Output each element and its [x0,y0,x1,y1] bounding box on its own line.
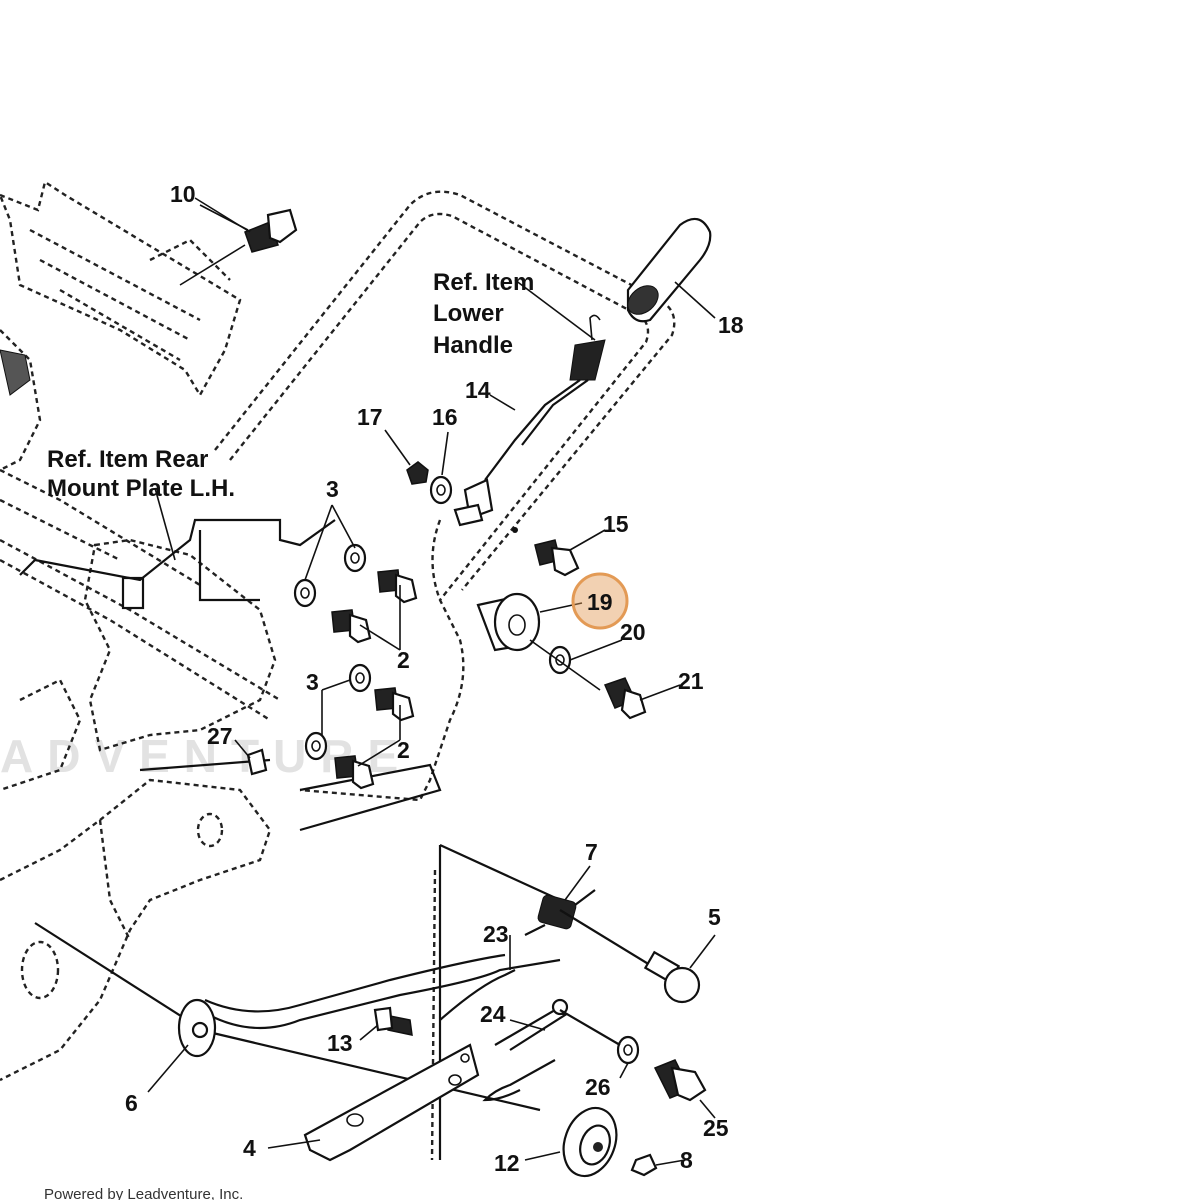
part-15-bolt [512,527,580,577]
ref-line-3: Handle [433,332,513,359]
part-26-washer [559,1009,640,1065]
label-3-lower: 3 [306,669,319,695]
part-13-bolt [373,1006,413,1036]
part-10-bolt [179,204,298,286]
label-7: 7 [585,839,598,865]
label-4: 4 [243,1135,256,1161]
label-20: 20 [620,619,646,645]
part-20-washer [548,645,572,675]
lower-handle [214,190,676,802]
label-19[interactable]: 19 [587,589,613,615]
ref-label-lower-handle: Ref. Item Lower Handle [433,269,534,359]
label-6: 6 [125,1090,138,1116]
part-19-bushing [476,592,541,652]
label-26: 26 [585,1074,611,1100]
label-2-upper: 2 [397,647,410,673]
leader-lines [147,197,716,1166]
part-21-bolt [529,639,647,720]
part-14-cable [453,314,606,527]
engine-left-dark [0,329,42,472]
label-21: 21 [678,668,704,694]
label-23: 23 [483,921,509,947]
rear-mount-plate [0,468,281,792]
ref-line-1: Ref. Item [433,269,534,296]
ref-label-rear-mount: Ref. Item Rear Mount Plate L.H. [47,446,235,502]
part-8-nut [630,1153,658,1177]
ref-line-2: Mount Plate L.H. [47,475,235,502]
part-16-washer [429,475,453,505]
part-23-24-rods [439,969,569,1102]
ref-line-2: Lower [433,300,504,327]
label-27: 27 [207,723,233,749]
bracket-outline-upper [19,518,336,602]
label-17: 17 [357,404,383,430]
tine-housing [0,778,272,1082]
part-17-nut [406,461,429,485]
label-3-upper: 3 [326,476,339,502]
part-5-knob [559,909,701,1004]
part-27-pin [246,748,268,776]
label-25: 25 [703,1115,729,1141]
label-8: 8 [680,1147,693,1173]
part-25-bolt [653,1059,707,1102]
lower-rod-assembly [199,844,561,1161]
label-10: 10 [170,181,196,207]
label-16: 16 [432,404,458,430]
footer-text: Powered by Leadventure, Inc. [44,1186,243,1200]
part-4-bracket [303,1043,480,1162]
label-12: 12 [494,1150,520,1176]
upper-left-shroud [0,180,242,398]
part-2-bolts [331,569,418,790]
label-15: 15 [603,511,629,537]
label-24: 24 [480,1001,506,1027]
ref-line-1: Ref. Item Rear [47,446,208,473]
part-number-labels: 10 18 14 17 16 15 19 20 21 3 3 2 2 27 7 … [125,181,744,1176]
label-5: 5 [708,904,721,930]
label-2-lower: 2 [397,737,410,763]
label-13: 13 [327,1030,353,1056]
part-18-grip [626,217,712,323]
tine-shaft [34,922,541,1112]
highlight-marker-19[interactable] [571,572,629,630]
label-18: 18 [718,312,744,338]
label-14: 14 [465,377,491,403]
part-3-washers [293,543,372,761]
part-7-spring [524,889,596,936]
part-6-wheel [177,998,217,1058]
part-12-pulley [562,1106,618,1178]
